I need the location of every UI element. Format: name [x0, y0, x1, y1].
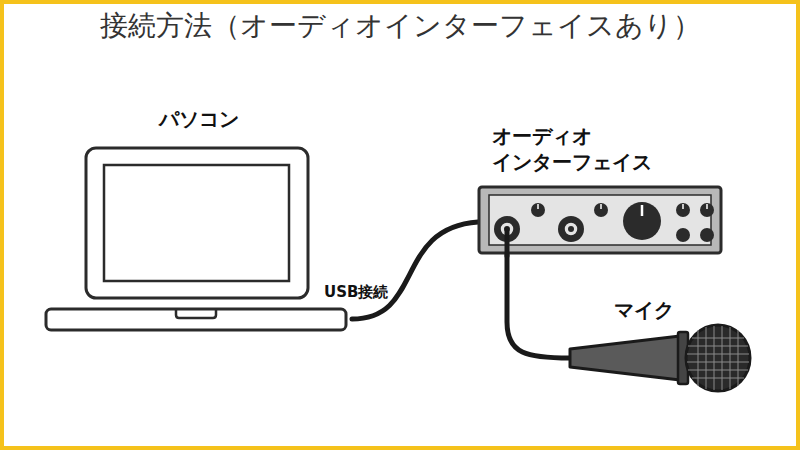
diagram-title: 接続方法（オーディオインターフェイスあり）: [0, 8, 800, 44]
laptop-illustration: [46, 148, 346, 330]
connection-label: USB接続: [322, 283, 390, 301]
cable: [352, 222, 478, 319]
device-heading: マイク: [614, 297, 764, 323]
cable: [507, 255, 570, 358]
audio-interface-illustration: [479, 187, 721, 256]
microphone-node: マイク: [568, 297, 764, 395]
laptop-node: パソコン: [45, 106, 352, 332]
device-heading: パソコン: [45, 106, 352, 132]
audio-interface-node: オーディオ インターフェイス: [478, 123, 722, 255]
device-heading: オーディオ インターフェイス: [492, 123, 707, 175]
microphone-illustration: [570, 325, 750, 391]
